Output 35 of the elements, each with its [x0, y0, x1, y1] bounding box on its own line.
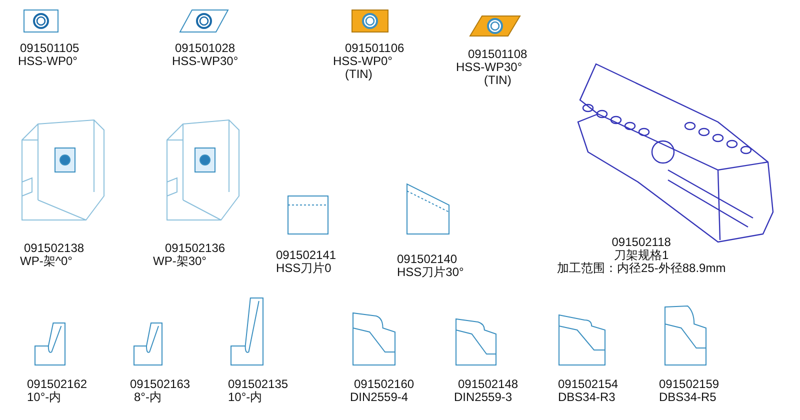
part-number: 091501108: [467, 48, 528, 61]
part-number: 091502141: [276, 249, 336, 262]
part-description: HSS-WP30°: [456, 61, 522, 74]
part-number: 091502140: [397, 253, 458, 266]
part-description: WP-架^0°: [20, 255, 72, 268]
part-description: DIN2559-3: [454, 391, 512, 404]
part-description: WP-架30°: [153, 255, 206, 268]
part-number: 091502154: [558, 378, 618, 391]
part-number: 091501105: [19, 42, 80, 55]
part-description: 10°-内: [228, 391, 262, 404]
part-number: 091501028: [174, 42, 236, 55]
part-number: 091502135: [228, 378, 288, 391]
part-number: 091502163: [130, 378, 190, 391]
part-number: 091502148: [457, 378, 518, 391]
part-number: 091502159: [659, 378, 720, 391]
part-description: 10°-内: [27, 391, 62, 404]
part-number: 091502118: [612, 236, 671, 249]
part-description: (TIN): [344, 68, 372, 81]
part-description: HSS-WP0°: [18, 55, 78, 68]
part-number: 091502160: [353, 378, 414, 391]
part-description: 加工范围：内径25-外径88.9mm: [557, 262, 726, 275]
part-number: 091502162: [27, 378, 88, 391]
part-description: HSS-WP0°: [333, 55, 392, 68]
part-description: DBS34-R5: [659, 391, 716, 404]
part-description: HSS刀片0: [276, 262, 332, 275]
part-description: DIN2559-4: [350, 391, 408, 404]
part-description: HSS刀片30°: [397, 266, 464, 279]
part-number: 091502138: [23, 242, 84, 255]
part-description: 刀架规格1: [614, 249, 669, 262]
part-number: 091502136: [164, 242, 226, 255]
part-description: (TIN): [483, 74, 512, 87]
part-description: HSS-WP30°: [172, 55, 238, 68]
part-description: DBS34-R3: [558, 391, 616, 404]
part-number: 091501106: [344, 42, 404, 55]
part-description: 8°-内: [133, 391, 162, 404]
